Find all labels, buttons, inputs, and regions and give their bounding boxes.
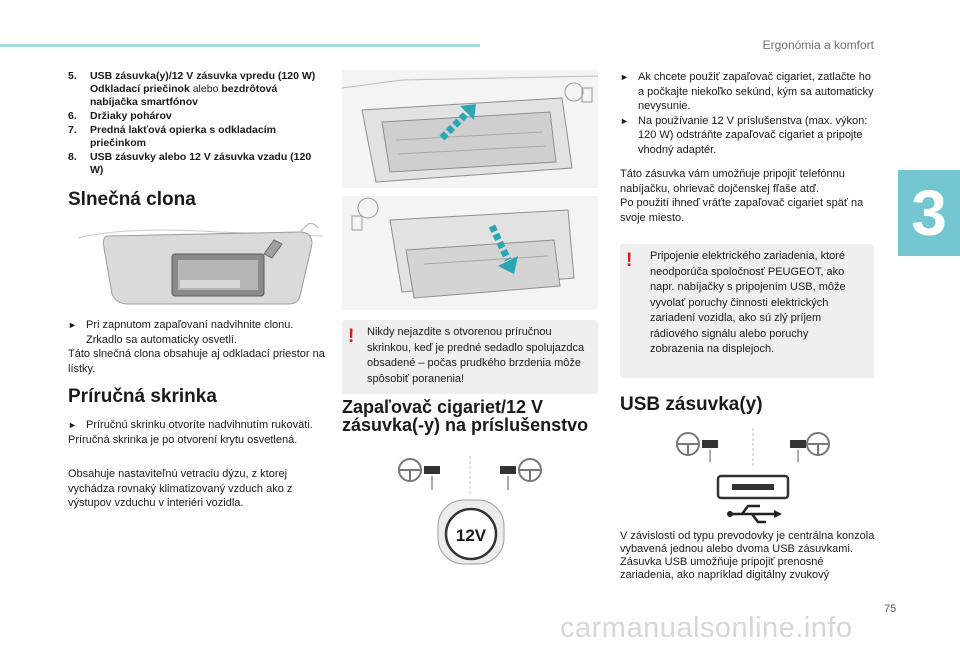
- bullet-arrow-icon: ►: [620, 72, 629, 82]
- left-column: 5. USB zásuvka(y)/12 V zásuvka vpredu (1…: [68, 70, 326, 178]
- lighter-instructions: ► Ak chcete použiť zapaľovač cigariet, z…: [620, 71, 874, 224]
- sun-visor-text: ► Pri zapnutom zapaľovaní nadvihnite clo…: [68, 319, 325, 375]
- usb-text: V závislosti od typu prevodovky je centr…: [620, 530, 875, 581]
- socket-label: 12V: [455, 526, 487, 545]
- usb-heading: USB zásuvka(y): [620, 394, 763, 415]
- lighter-heading: Zapaľovač cigariet/12 V zásuvka(-y) na p…: [342, 397, 589, 435]
- usb-illustration: [672, 428, 834, 524]
- glovebox-drawing: [341, 70, 599, 310]
- glovebox-warning: ! Nikdy nejazdite s otvorenou príručnou …: [342, 320, 598, 394]
- sun-visor-illustration: [68, 218, 326, 312]
- glovebox-illustration: [341, 70, 599, 310]
- bullet-arrow-icon: ►: [68, 320, 77, 330]
- list-item: 7. Predná lakťová opierka s odkladacím p…: [68, 124, 276, 149]
- list-item: 5. USB zásuvka(y)/12 V zásuvka vpredu (1…: [68, 70, 316, 108]
- glovebox-heading: Príručná skrinka: [68, 386, 217, 407]
- warning-icon: !: [348, 326, 355, 347]
- watermark: carmanualsonline.info: [560, 612, 853, 644]
- steering-wheel-icon: [398, 456, 542, 496]
- bullet-arrow-icon: ►: [620, 115, 629, 126]
- list-item: 6. Držiaky pohárov: [68, 110, 172, 122]
- glovebox-text: ► Príručnú skrinku otvoríte nadvihnutím …: [68, 419, 313, 509]
- usb-port-icon: [676, 428, 830, 524]
- 12v-socket-illustration: 12V: [436, 496, 506, 566]
- header-accent-line: [0, 44, 480, 47]
- device-warning: ! Pripojenie elektrického zariadenia, kt…: [620, 244, 874, 378]
- sun-visor-drawing: [77, 223, 324, 305]
- lighter-steering-icons: [396, 456, 544, 496]
- warning-icon: !: [626, 250, 633, 271]
- sun-visor-heading: Slnečná clona: [68, 189, 196, 210]
- header-title: Ergonómia a komfort: [762, 38, 874, 52]
- bullet-arrow-icon: ►: [68, 420, 77, 430]
- page-number: 75: [884, 603, 897, 615]
- list-item: 8. USB zásuvky alebo 12 V zásuvka vzadu …: [68, 151, 312, 176]
- 12v-socket-icon: [437, 499, 505, 565]
- chapter-tab: 3: [898, 170, 960, 256]
